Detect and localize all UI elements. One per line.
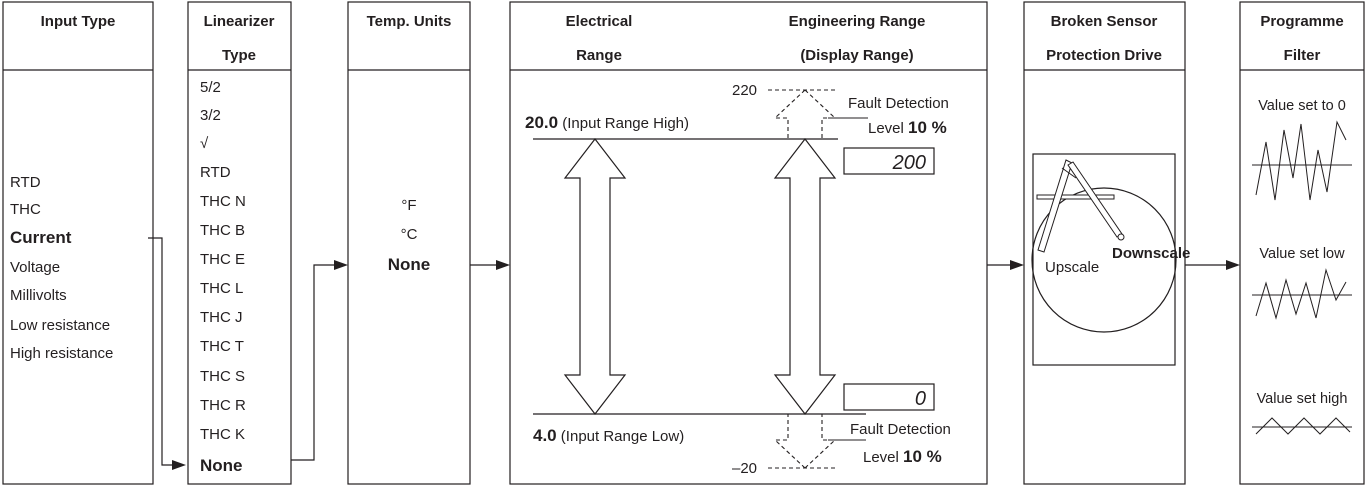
broken-sensor-header-line1: Broken Sensor [1051, 13, 1158, 30]
input-range-low-label: 4.0 (Input Range Low) [533, 426, 684, 445]
linearizer-item-thc-r: THC R [200, 397, 246, 414]
programme-filter-box [1239, 1, 1365, 485]
broken-sensor-box [1023, 1, 1186, 485]
linearizer-item-thc-k: THC K [200, 426, 245, 443]
input-type-header: Input Type [41, 13, 116, 30]
linearizer-item-sqrt: √ [200, 135, 209, 152]
fault-detection-lower-arrow [768, 414, 838, 469]
upscale-pen [1037, 159, 1073, 253]
pen-pivot-link [1061, 167, 1077, 179]
fault-detection-upper-level: Level 10 % [868, 118, 947, 137]
display-high-box [843, 147, 935, 175]
fault-detection-upper-arrow [768, 89, 838, 139]
electrical-range-header-line1: Electrical [566, 13, 633, 30]
upper-limit-label: 220 [732, 82, 757, 99]
linearizer-header-line2: Type [222, 47, 256, 64]
display-low-value: 0 [915, 388, 926, 410]
programme-filter-header-line2: Filter [1284, 47, 1321, 64]
input-type-item-voltage: Voltage [10, 259, 60, 276]
programme-filter-column: Programme Filter Value set to 0 Value se… [1239, 1, 1365, 485]
input-type-item-thc: THC [10, 201, 41, 218]
lower-level-value: 10 % [903, 447, 942, 466]
temp-units-item-c: °C [401, 226, 418, 243]
electrical-range-arrow [563, 138, 627, 415]
input-range-high-text: (Input Range High) [558, 115, 689, 132]
linearizer-box [187, 1, 292, 485]
engineering-range-arrow [773, 138, 837, 415]
linearizer-item-thc-s: THC S [200, 368, 245, 385]
fault-detection-upper-label: Fault Detection [848, 95, 949, 112]
chart-recorder-dial [1031, 187, 1177, 333]
downscale-label: Downscale [1112, 245, 1190, 262]
fault-detection-lower-label: Fault Detection [850, 421, 951, 438]
range-to-sensor-connector [987, 260, 1024, 270]
input-type-item-millivolts: Millivolts [10, 287, 67, 304]
current-to-none-connector [148, 237, 186, 470]
programme-filter-header-line1: Programme [1260, 13, 1343, 30]
linearizer-to-units-connector [291, 260, 348, 461]
filter-waveform-set-high [1252, 417, 1352, 435]
input-range-low-text: (Input Range Low) [557, 428, 685, 445]
linearizer-item-none: None [200, 456, 243, 475]
engineering-range-header-line2: (Display Range) [800, 47, 913, 64]
units-to-range-connector [470, 260, 510, 270]
filter-label-set-low: Value set low [1259, 246, 1345, 262]
input-type-item-current: Current [10, 228, 72, 247]
display-low-box [843, 383, 935, 411]
recorder-scale-bar [1036, 194, 1115, 200]
temp-units-column: Temp. Units °F °C None [347, 1, 471, 485]
linearizer-item-5-2: 5/2 [200, 79, 221, 96]
linearizer-header-line1: Linearizer [204, 13, 275, 30]
filter-label-set-high: Value set high [1257, 391, 1348, 407]
upper-level-value: 10 % [908, 118, 947, 137]
input-type-item-rtd: RTD [10, 174, 41, 191]
temp-units-item-none: None [388, 255, 431, 274]
upscale-label: Upscale [1045, 259, 1099, 276]
lower-limit-label: –20 [732, 460, 757, 477]
engineering-range-header-line1: Engineering Range [789, 13, 926, 30]
linearizer-column: Linearizer Type 5/2 3/2 √ RTD THC N THC … [187, 1, 292, 485]
electrical-range-header-line2: Range [576, 47, 622, 64]
broken-sensor-column: Broken Sensor Protection Drive Upscale D… [1023, 1, 1190, 485]
linearizer-item-rtd: RTD [200, 164, 231, 181]
temp-units-box [347, 1, 471, 485]
filter-waveform-set-to-zero [1252, 120, 1352, 201]
upper-level-prefix: Level [868, 120, 908, 137]
input-type-box [2, 1, 154, 485]
linearizer-item-3-2: 3/2 [200, 107, 221, 124]
sensor-to-filter-connector [1185, 260, 1240, 270]
downscale-pen-tip [1117, 233, 1125, 241]
display-high-value: 200 [892, 152, 926, 174]
linearizer-item-thc-j: THC J [200, 309, 243, 326]
lower-level-prefix: Level [863, 449, 903, 466]
range-column: Electrical Range Engineering Range (Disp… [509, 1, 988, 485]
input-type-item-low-resistance: Low resistance [10, 317, 110, 334]
broken-sensor-header-line2: Protection Drive [1046, 47, 1162, 64]
input-range-high-label: 20.0 (Input Range High) [525, 113, 689, 132]
linearizer-item-thc-e: THC E [200, 251, 245, 268]
range-box [509, 1, 988, 485]
linearizer-item-thc-t: THC T [200, 338, 244, 355]
linearizer-item-thc-b: THC B [200, 222, 245, 239]
linearizer-item-thc-n: THC N [200, 193, 246, 210]
input-type-column: Input Type RTD THC Current Voltage Milli… [2, 1, 154, 485]
input-type-item-high-resistance: High resistance [10, 345, 113, 362]
filter-waveform-set-low [1252, 268, 1352, 320]
input-range-low-value: 4.0 [533, 426, 557, 445]
fault-detection-lower-level: Level 10 % [863, 447, 942, 466]
linearizer-item-thc-l: THC L [200, 280, 243, 297]
input-range-high-value: 20.0 [525, 113, 558, 132]
temp-units-header: Temp. Units [367, 13, 452, 30]
temp-units-item-f: °F [401, 197, 416, 214]
filter-label-set-to-zero: Value set to 0 [1258, 98, 1346, 114]
